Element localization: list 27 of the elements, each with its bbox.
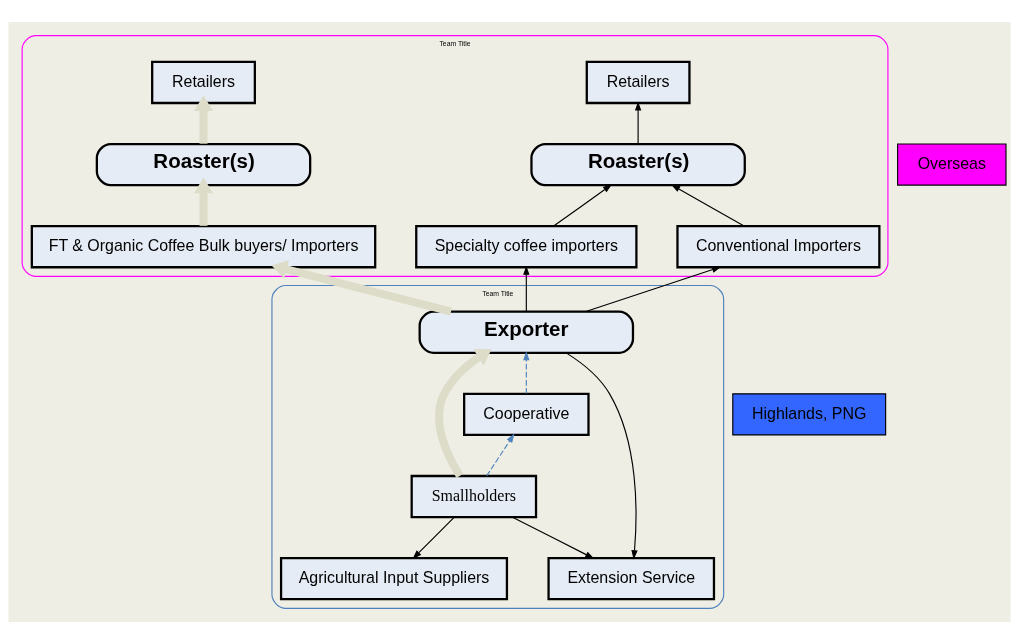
- arrow: [193, 177, 214, 226]
- arrow: [486, 433, 515, 476]
- arrow: [553, 183, 613, 227]
- arrow: [523, 350, 530, 394]
- arrow: [523, 265, 530, 312]
- arrow: [565, 351, 638, 559]
- node-box: Agricultural Input Suppliers: [279, 556, 509, 600]
- arrow: [511, 516, 595, 559]
- arrow: [584, 266, 722, 312]
- node-box: Specialty coffee importers: [415, 224, 638, 268]
- node-box: Smallholders: [410, 474, 538, 518]
- node-box: Conventional Importers: [676, 224, 881, 268]
- node-box: Exporter: [418, 310, 635, 354]
- node-box: Retailers: [151, 60, 256, 104]
- node-box: Extension Service: [547, 556, 716, 600]
- node-box: Highlands, PNG: [732, 392, 887, 435]
- arrow: [634, 100, 642, 144]
- node-box: Overseas: [897, 143, 1007, 186]
- node-box: Roaster(s): [530, 142, 746, 186]
- arrow: [412, 516, 455, 559]
- node-box: Roaster(s): [95, 142, 312, 186]
- node-box: Cooperative: [463, 392, 590, 436]
- node-box: Retailers: [585, 60, 691, 104]
- arrow: [193, 94, 214, 144]
- arrow: [435, 348, 492, 478]
- node-box: FT & Organic Coffee Bulk buyers/ Importers: [30, 224, 377, 268]
- arrow: [671, 183, 745, 227]
